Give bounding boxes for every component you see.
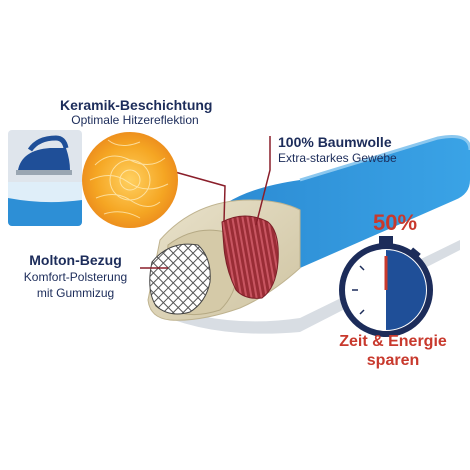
molton-line-2: mit Gummizug xyxy=(36,286,115,300)
saving-percent: 50% xyxy=(372,210,418,235)
molton-title: Molton-Bezug xyxy=(29,252,122,268)
cotton-subtitle: Extra-starkes Gewebe xyxy=(278,151,397,165)
saving-line-2: sparen xyxy=(366,352,420,369)
molton-line-1: Komfort-Polsterung xyxy=(23,270,128,284)
leader-line-cotton xyxy=(255,136,271,226)
cotton-title: 100% Baumwolle xyxy=(278,134,392,150)
iron-icon xyxy=(16,135,72,175)
iron-thumbnail xyxy=(8,130,82,226)
saving-line-1: Zeit & Energie xyxy=(339,333,447,350)
coating-subtitle: Optimale Hitzereflektion xyxy=(71,113,199,127)
ceramic-coating-swatch xyxy=(82,132,178,228)
leader-line-coating xyxy=(174,171,226,223)
mesh-layer xyxy=(149,243,211,315)
cotton-weave xyxy=(221,215,279,299)
coating-title: Keramik-Beschichtung xyxy=(60,97,213,113)
stopwatch-icon xyxy=(339,236,433,337)
